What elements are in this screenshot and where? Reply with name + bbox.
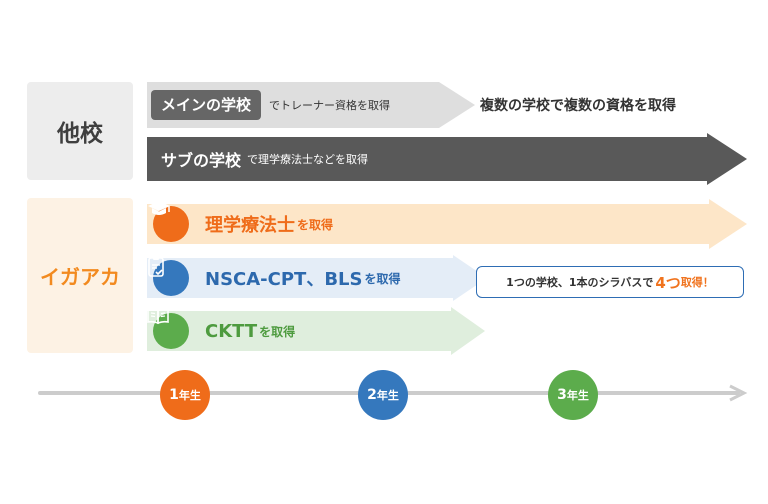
pt-name: 理学療法士 (205, 215, 295, 236)
graduation-cap-icon (148, 201, 189, 242)
main-school-arrow: メインの学校 でトレーナー資格を取得 (147, 82, 475, 128)
igaaca-label: イガアカ (27, 198, 133, 353)
igaaca-label-text: イガアカ (40, 265, 120, 289)
clipboard-check-icon (148, 256, 189, 296)
year-3-unit: 年生 (566, 389, 589, 402)
nsca-name: NSCA-CPT、BLS (205, 269, 363, 290)
main-school-text: でトレーナー資格を取得 (269, 99, 391, 112)
nsca-arrow-shape (147, 255, 487, 301)
callout-emphasis: 4つ (655, 273, 681, 292)
cktt-suffix: を取得 (259, 324, 296, 339)
pt-arrow-shape (147, 199, 747, 249)
nsca-arrow: NSCA-CPT、BLS を取得 (147, 255, 487, 301)
year-2-unit: 年生 (376, 389, 399, 402)
callout-text: 1つの学校、1本のシラバスで (506, 276, 654, 289)
sub-school-arrow-shape (147, 133, 747, 185)
cktt-name: CKTT (205, 320, 258, 342)
sub-school-text: で理学療法士などを取得 (247, 153, 369, 166)
multiple-schools-text: 複数の学校で複数の資格を取得 (480, 98, 676, 114)
nsca-suffix: を取得 (364, 271, 401, 286)
other-school-label-text: 他校 (57, 121, 103, 147)
year-3-number: 3 (557, 387, 567, 403)
cktt-arrow: CKTT を取得 (147, 307, 485, 355)
callout-box: 1つの学校、1本のシラバスで 4つ 取得！ (476, 266, 744, 298)
year-1-number: 1 (169, 387, 179, 403)
sub-school-title: サブの学校 (161, 151, 242, 170)
year-2-number: 2 (367, 387, 377, 403)
cktt-arrow-shape (147, 307, 485, 355)
pt-suffix: を取得 (297, 217, 334, 232)
main-school-chip: メインの学校 (151, 90, 262, 120)
other-school-label: 他校 (27, 82, 133, 180)
pt-arrow: 理学療法士 を取得 (147, 199, 747, 249)
callout-tail: 取得！ (680, 276, 714, 289)
sub-school-arrow: サブの学校 で理学療法士などを取得 (147, 133, 747, 185)
open-book-icon (147, 307, 189, 349)
year-1-unit: 年生 (178, 389, 201, 402)
